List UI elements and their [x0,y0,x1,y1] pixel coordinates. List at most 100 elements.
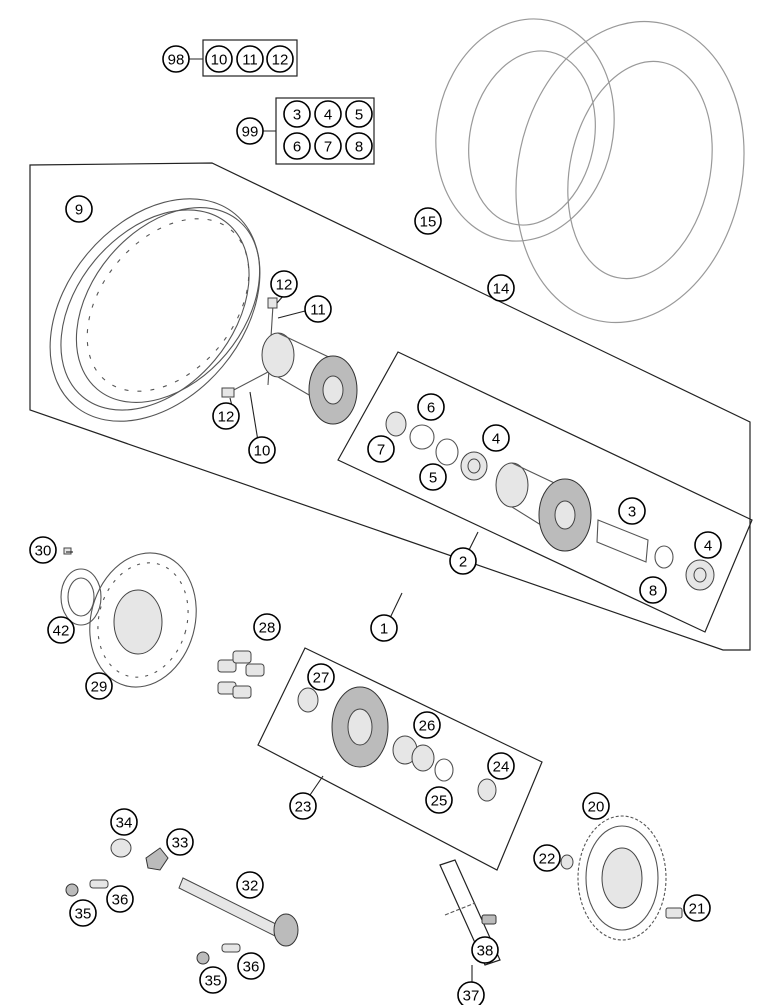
callout-33: 33 [166,828,194,856]
callout-9: 9 [65,195,93,223]
callout-12: 12 [212,402,240,430]
callout-label: 11 [242,52,258,69]
callout-label: 7 [377,442,385,459]
callout-3: 3 [283,100,311,128]
callout-26: 26 [413,711,441,739]
callout-circle [162,45,190,73]
hub-parts [385,411,715,591]
callout-10: 10 [248,436,276,464]
callout-circle [487,274,515,302]
callout-30: 30 [29,536,57,564]
callout-label: 10 [211,52,228,69]
callout-circle [85,672,113,700]
callout-8: 8 [345,132,373,160]
callout-22: 22 [533,844,561,872]
callout-label: 29 [91,679,108,696]
callout-circle [69,899,97,927]
callout-12: 12 [270,270,298,298]
callout-circle [47,616,75,644]
callout-label: 21 [689,901,706,918]
callout-label: 30 [35,543,52,560]
callout-circle [253,613,281,641]
callout-circle [199,966,227,994]
callout-15: 15 [414,207,442,235]
callout-circle [367,435,395,463]
callout-label: 4 [492,431,500,448]
callout-circle [29,536,57,564]
callout-label: 24 [493,759,510,776]
callout-label: 99 [242,124,259,141]
callout-circle [582,792,610,820]
callout-11: 11 [236,45,264,73]
callout-21: 21 [683,894,711,922]
sprocket-carrier [297,686,497,802]
callout-7: 7 [314,132,342,160]
callout-circle [289,792,317,820]
callout-label: 35 [205,973,222,990]
callout-circle [482,424,510,452]
callout-8: 8 [639,576,667,604]
callout-circle [270,270,298,298]
callout-label: 8 [355,139,363,156]
callout-label: 23 [295,799,312,816]
callout-6: 6 [283,132,311,160]
callout-24: 24 [487,752,515,780]
callout-4: 4 [314,100,342,128]
callout-label: 11 [310,302,326,319]
callout-label: 14 [493,281,510,298]
callout-5: 5 [345,100,373,128]
callout-36: 36 [106,885,134,913]
callout-circle [212,402,240,430]
callout-12: 12 [266,45,294,73]
callout-circle [65,195,93,223]
callout-label: 15 [420,214,437,231]
callout-label: 7 [324,139,332,156]
callout-circle [370,614,398,642]
hub-assembled [261,332,358,425]
callout-circle [471,936,499,964]
callout-circle [314,132,342,160]
callout-circle [419,463,447,491]
damper-rubbers [217,650,265,699]
callout-label: 6 [293,139,301,156]
callout-circle [307,663,335,691]
callout-circle [266,45,294,73]
callout-label: 28 [259,620,276,637]
callout-label: 42 [53,623,70,640]
callout-label: 4 [704,538,712,555]
callout-circle [236,871,264,899]
callout-3: 3 [618,497,646,525]
callout-35: 35 [199,966,227,994]
hub-assembly-frame [337,351,753,633]
callout-circle [236,45,264,73]
callout-label: 12 [272,52,289,69]
callout-label: 33 [172,835,189,852]
callout-circle [248,436,276,464]
callout-circle [457,981,485,1005]
callout-label: 5 [355,107,363,124]
callout-circle [449,547,477,575]
callout-37: 37 [457,981,485,1005]
callout-circle [425,786,453,814]
sensor-ring [60,547,102,626]
callout-25: 25 [425,786,453,814]
callout-38: 38 [471,936,499,964]
callout-label: 9 [75,202,83,219]
callout-label: 25 [431,793,448,810]
callout-label: 38 [477,943,494,960]
callout-circle [414,207,442,235]
callout-label: 32 [242,878,259,895]
callout-4: 4 [694,531,722,559]
callout-circle [283,100,311,128]
callout-42: 42 [47,616,75,644]
rear-axle [65,838,299,965]
damper-hub-frame [257,647,543,871]
callout-29: 29 [85,672,113,700]
callout-27: 27 [307,663,335,691]
callout-label: 20 [588,799,605,816]
callout-circle [110,808,138,836]
callout-99: 99 [236,117,264,145]
callout-label: 3 [293,107,301,124]
callout-circle [533,844,561,872]
callout-10: 10 [205,45,233,73]
